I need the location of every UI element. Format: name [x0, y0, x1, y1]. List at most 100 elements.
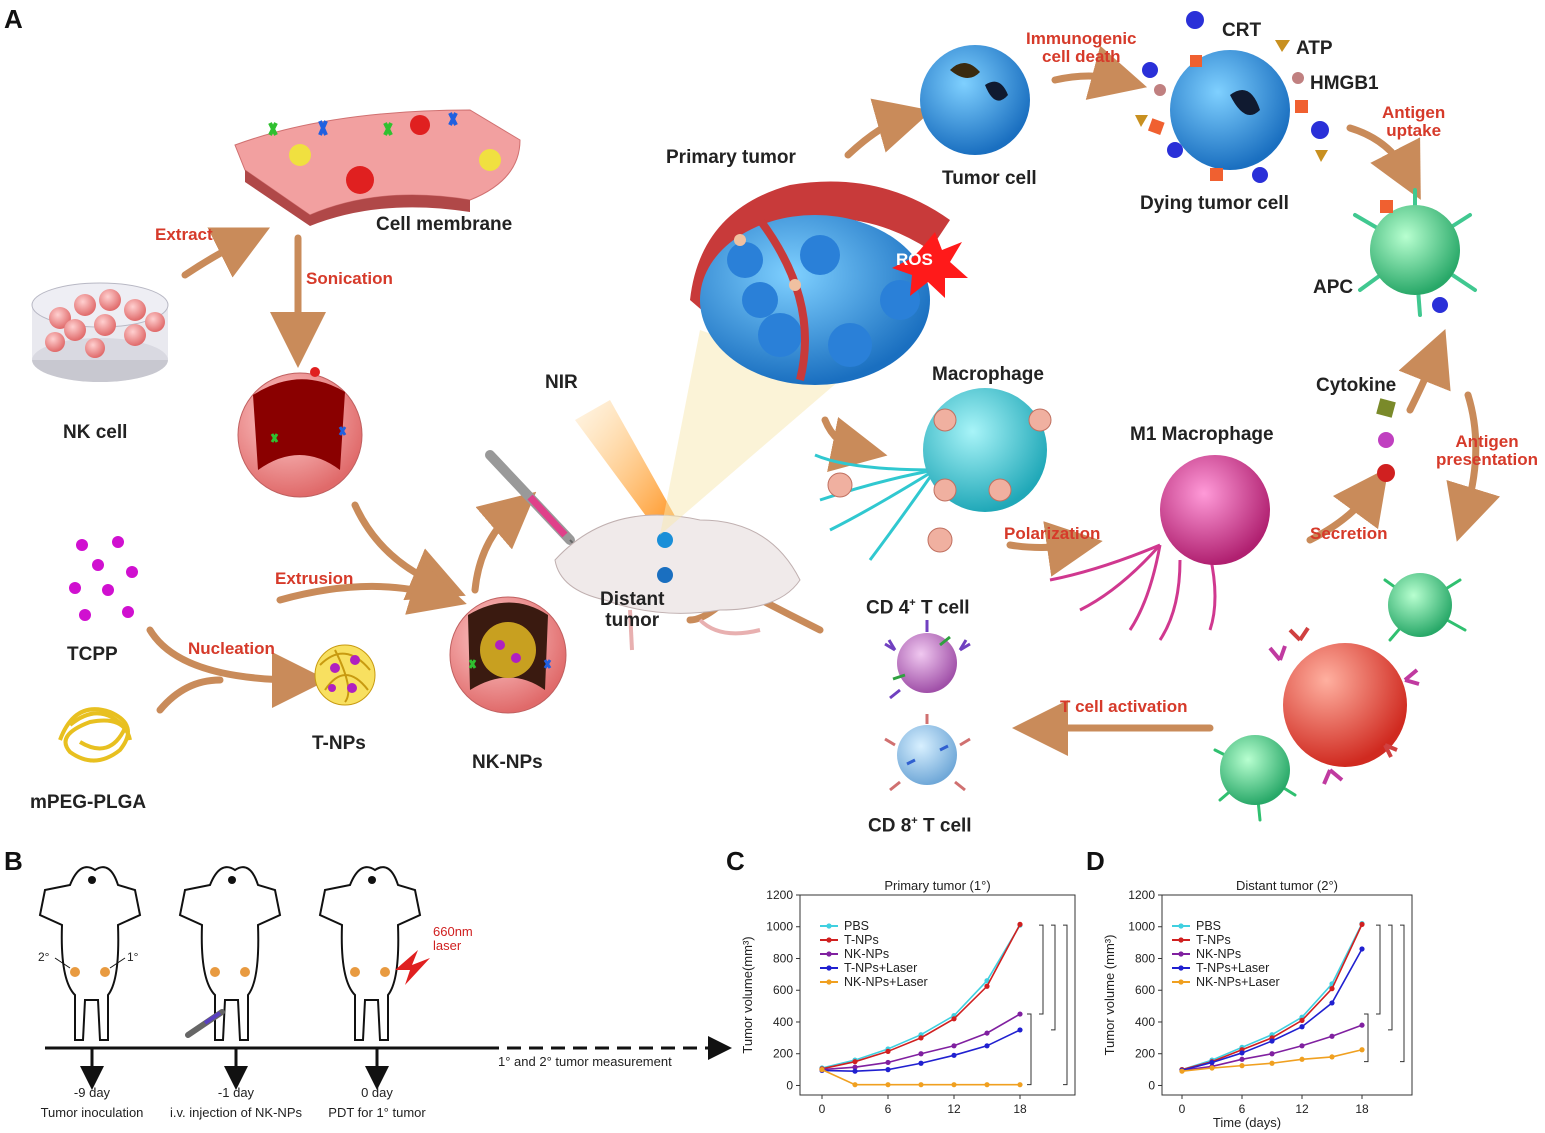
marker-2-pointer — [54, 957, 71, 969]
data-point — [1209, 1065, 1215, 1071]
label-nk-nps: NK-NPs — [472, 752, 543, 773]
data-point — [1329, 1054, 1335, 1060]
legend-entry: T-NPs — [1196, 933, 1231, 947]
data-point — [885, 1082, 891, 1088]
legend-marker — [1178, 979, 1184, 985]
legend-marker — [1178, 965, 1184, 971]
y-tick-label: 400 — [1135, 1015, 1155, 1029]
label-m1-macrophage: M1 Macrophage — [1130, 424, 1274, 445]
syringe-icon — [485, 450, 586, 557]
legend-entry: T-NPs+Laser — [844, 961, 917, 975]
cd4-suffix: T cell — [915, 597, 970, 619]
x-tick-label: 18 — [1013, 1102, 1027, 1116]
step-day-1: -9 day — [73, 1085, 111, 1100]
label-distant-tumor: Distant tumor — [600, 589, 665, 631]
x-tick-label: 18 — [1355, 1102, 1369, 1116]
data-point — [1017, 921, 1023, 927]
step-desc-3: PDT for 1° tumor — [328, 1105, 426, 1120]
timeline-mice — [38, 866, 422, 1041]
significance-bracket — [1364, 1013, 1369, 1063]
data-point — [951, 1043, 957, 1049]
data-point — [1239, 1050, 1245, 1056]
nk-nps-illustration — [449, 596, 567, 714]
x-tick-label: 0 — [819, 1102, 826, 1116]
data-point — [885, 1048, 891, 1054]
data-point — [951, 1052, 957, 1058]
legend-marker — [1178, 951, 1184, 957]
x-tick-label: 6 — [885, 1102, 892, 1116]
data-point — [918, 1051, 924, 1057]
tcpp-molecules — [69, 536, 138, 621]
timeline-ticks — [80, 1048, 389, 1090]
plot-frame — [1161, 894, 1413, 1096]
step-desc-1: Tumor inoculation — [40, 1105, 144, 1120]
significance-bracket — [1051, 924, 1056, 1031]
chart-title: Primary tumor (1°) — [884, 878, 990, 893]
cell-membrane-illustration — [234, 109, 521, 226]
data-point — [852, 1059, 858, 1065]
data-point — [1329, 1033, 1335, 1039]
data-point — [1359, 921, 1365, 927]
primary-tumor-illustration — [690, 181, 950, 385]
process-sonication: Sonication — [306, 269, 393, 288]
y-axis-label: Tumor volume (mm³) — [1102, 935, 1117, 1056]
label-t-nps: T-NPs — [312, 733, 366, 754]
label-tumor-cell: Tumor cell — [942, 168, 1037, 189]
y-tick-label: 1000 — [766, 920, 793, 934]
data-point — [885, 1067, 891, 1073]
legend-entry: NK-NPs+Laser — [1196, 975, 1280, 989]
x-tick-label: 12 — [947, 1102, 961, 1116]
data-point — [1329, 1000, 1335, 1006]
mouse-eye — [88, 876, 96, 884]
label-dying-tumor-cell: Dying tumor cell — [1140, 193, 1289, 214]
cd8-suffix: T cell — [917, 815, 972, 837]
y-tick-label: 1000 — [1128, 920, 1155, 934]
chart-distant-tumor: Distant tumor (2°)0200400600800100012000… — [1102, 878, 1413, 1130]
label-tcpp: TCPP — [67, 644, 118, 665]
cd4-text: CD 4 — [866, 597, 910, 619]
label-cd4-t-cell: CD 4+ T cell — [866, 597, 970, 619]
legend-marker — [826, 965, 832, 971]
data-point — [1179, 1068, 1185, 1074]
label-atp: ATP — [1296, 38, 1333, 59]
step-day-2: -1 day — [217, 1085, 255, 1100]
y-tick-label: 0 — [1148, 1078, 1155, 1092]
ros-burst — [892, 232, 968, 298]
iv-syringe-icon — [185, 1009, 225, 1038]
label-tumor-1: 1° — [127, 950, 139, 964]
legend-marker — [826, 979, 832, 985]
data-point — [984, 983, 990, 989]
data-point — [1269, 1038, 1275, 1044]
data-point — [984, 1030, 990, 1036]
data-point — [984, 978, 990, 984]
y-tick-label: 1200 — [1128, 888, 1155, 902]
label-hmgb1: HMGB1 — [1310, 73, 1379, 94]
y-tick-label: 1200 — [766, 888, 793, 902]
process-antigen-uptake: Antigen uptake — [1382, 103, 1446, 140]
data-point — [1299, 1017, 1305, 1023]
data-point — [1299, 1043, 1305, 1049]
data-point — [1359, 1022, 1365, 1028]
y-tick-label: 400 — [773, 1015, 793, 1029]
y-tick-label: 600 — [773, 983, 793, 997]
y-tick-label: 200 — [773, 1047, 793, 1061]
legend-entry: PBS — [844, 919, 869, 933]
process-secretion: Secretion — [1310, 524, 1388, 543]
label-measurement: 1° and 2° tumor measurement — [498, 1054, 672, 1069]
chart-primary-tumor: Primary tumor (1°)0200400600800100012000… — [740, 878, 1076, 1116]
data-point — [1269, 1060, 1275, 1066]
data-point — [852, 1064, 858, 1070]
data-point — [918, 1082, 924, 1088]
legend-entry: T-NPs — [844, 933, 879, 947]
data-point — [819, 1067, 825, 1073]
label-cell-membrane: Cell membrane — [376, 214, 513, 235]
panel-letter-c: C — [726, 846, 745, 876]
data-point — [918, 1035, 924, 1041]
panel-letter-a: A — [4, 4, 23, 34]
data-point — [1299, 1024, 1305, 1030]
data-point — [984, 1082, 990, 1088]
data-point — [951, 1016, 957, 1022]
mouse-illustration — [554, 514, 801, 651]
data-point — [1239, 1056, 1245, 1062]
tumor-sites — [70, 967, 390, 977]
